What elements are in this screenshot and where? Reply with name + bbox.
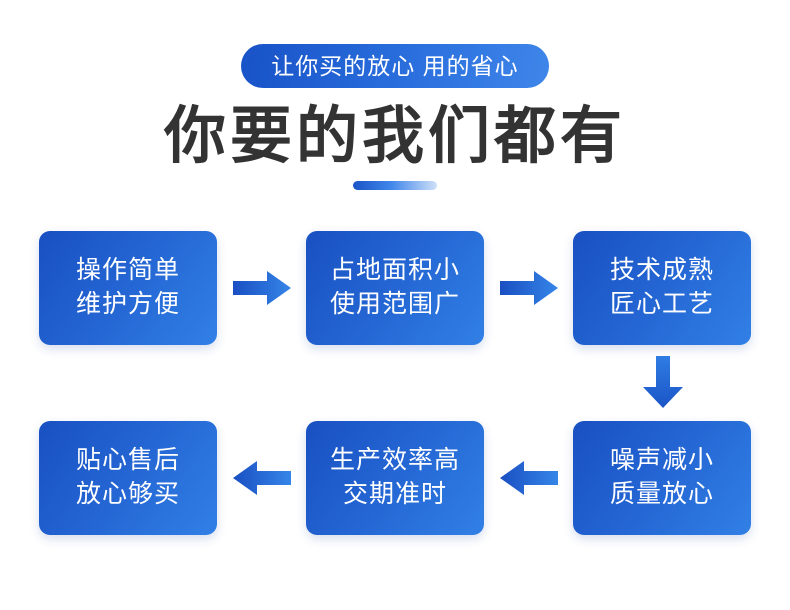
page-title: 你要的我们都有 xyxy=(163,102,626,171)
tagline-badge: 让你买的放心 用的省心 xyxy=(241,44,549,88)
feature-card-5-line2: 交期准时 xyxy=(342,480,447,508)
feature-card-2-line2: 使用范围广 xyxy=(329,290,460,318)
feature-card-2[interactable]: 占地面积小 使用范围广 xyxy=(306,231,484,345)
feature-card-6-line1: 贴心售后 xyxy=(75,446,180,475)
feature-card-5[interactable]: 生产效率高 交期准时 xyxy=(306,421,484,535)
arrow-left-icon-2 xyxy=(484,458,573,498)
feature-card-3[interactable]: 技术成熟 匠心工艺 xyxy=(573,231,751,345)
feature-card-6[interactable]: 贴心售后 放心够买 xyxy=(39,421,217,535)
feature-card-3-line2: 匠心工艺 xyxy=(609,290,714,318)
flow-connector xyxy=(0,346,790,418)
page-header: 让你买的放心 用的省心 你要的我们都有 xyxy=(0,0,790,191)
feature-flow-diagram: 操作简单 维护方便 占地面积小 使用范围广 xyxy=(0,228,790,558)
feature-card-5-line1: 生产效率高 xyxy=(329,446,460,475)
feature-card-4[interactable]: 噪声减小 质量放心 xyxy=(573,421,751,535)
arrow-right-icon-2 xyxy=(484,268,573,308)
feature-card-4-line1: 噪声减小 xyxy=(609,446,714,475)
flow-row-bottom: 贴心售后 放心够买 生产效率高 交期准时 xyxy=(0,418,790,538)
feature-card-1[interactable]: 操作简单 维护方便 xyxy=(39,231,217,345)
flow-row-top: 操作简单 维护方便 占地面积小 使用范围广 xyxy=(0,228,790,348)
feature-card-3-line1: 技术成熟 xyxy=(609,256,714,285)
title-divider xyxy=(353,181,437,191)
feature-card-1-line1: 操作简单 xyxy=(75,256,180,285)
feature-card-6-line2: 放心够买 xyxy=(75,480,180,508)
arrow-left-icon-1 xyxy=(217,458,306,498)
feature-card-1-line2: 维护方便 xyxy=(75,290,180,318)
arrow-down-icon xyxy=(643,356,683,408)
arrow-right-icon-1 xyxy=(217,268,306,308)
feature-card-4-line2: 质量放心 xyxy=(609,480,714,508)
feature-card-2-line1: 占地面积小 xyxy=(329,256,460,285)
